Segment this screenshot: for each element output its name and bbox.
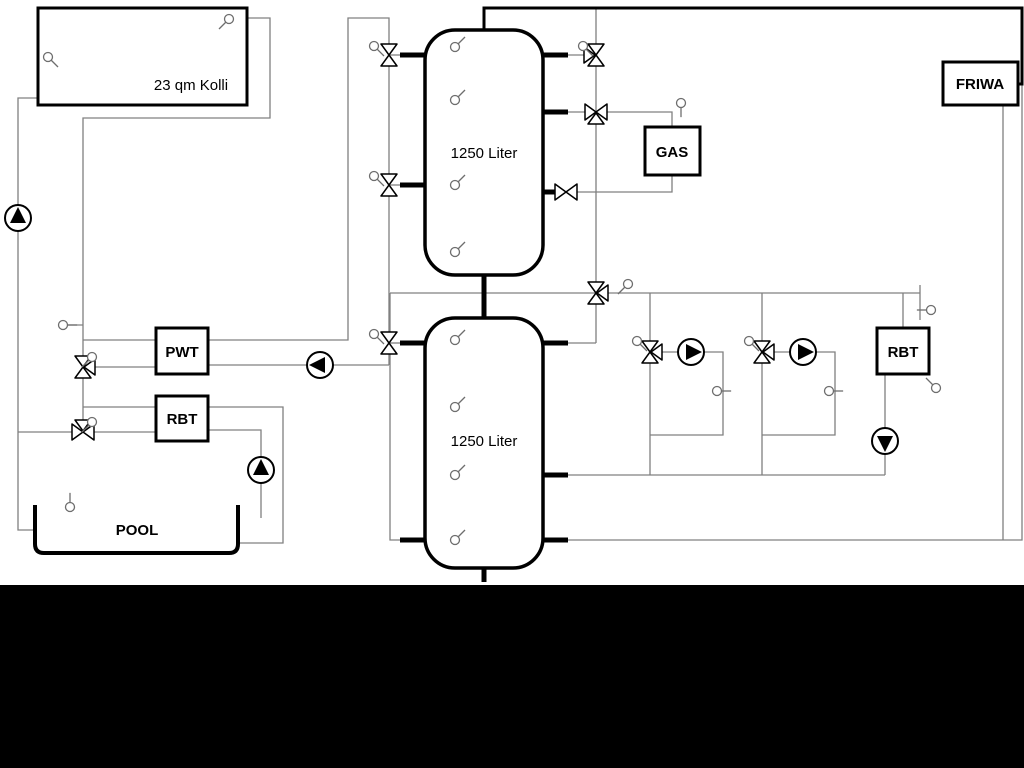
tank-upper-body xyxy=(423,28,545,277)
solar-pump-icon xyxy=(4,204,32,232)
friwa-station: FRIWA xyxy=(941,60,1020,107)
tank-stubs xyxy=(400,52,568,582)
pool-label: POOL xyxy=(116,522,159,539)
pipe-network xyxy=(17,8,1023,544)
rbt-pool-exchanger: RBT xyxy=(154,394,210,443)
circuit-1-return-sensor-icon xyxy=(709,380,732,402)
heating-circuit-2-pump-icon xyxy=(789,338,817,366)
tank-upper-label: 1250 Liter xyxy=(451,145,518,162)
friwa-box xyxy=(941,60,1020,107)
pwt-box xyxy=(154,326,210,376)
collector-box xyxy=(36,6,249,107)
tank-lower-label: 1250 Liter xyxy=(451,433,518,450)
boiler-return-valve-icon xyxy=(554,183,578,201)
rbt-pool-box xyxy=(154,394,210,443)
pwt-charge-pump-icon xyxy=(306,351,334,379)
rbt-heating-box xyxy=(875,326,931,376)
pool-basin xyxy=(33,505,240,555)
friwa-label: FRIWA xyxy=(956,76,1004,93)
tank-lower-body xyxy=(423,316,545,570)
rbt-heating-exchanger: RBT xyxy=(875,326,931,376)
pool: POOL xyxy=(33,505,240,555)
buffer-tank-lower: 1250 Liter xyxy=(423,316,545,570)
buffer-tank-upper: 1250 Liter xyxy=(423,28,545,277)
collector-label: 23 qm Kolli xyxy=(154,77,228,94)
pool-pump-icon xyxy=(247,456,275,484)
circuit-2-return-sensor-icon xyxy=(821,380,844,402)
letterbox-bottom xyxy=(0,585,1024,768)
boiler-temp-sensor-icon xyxy=(670,95,692,118)
valve-sensor-icon xyxy=(617,278,634,295)
rbt-heating-pump-icon xyxy=(871,427,899,455)
gas-boiler-label: GAS xyxy=(656,144,689,161)
solar-collector: 23 qm Kolli xyxy=(36,6,249,107)
schematic-canvas: 23 qm Kolli 1250 Liter 1250 Liter GAS FR… xyxy=(0,0,1024,585)
rbt-heating-label: RBT xyxy=(888,344,919,361)
pwt-heat-exchanger: PWT xyxy=(154,326,210,376)
rbt-pool-label: RBT xyxy=(167,411,198,428)
pwt-label: PWT xyxy=(165,344,198,361)
hot-water-header-pipe xyxy=(482,6,1024,86)
heating-circuit-1-pump-icon xyxy=(677,338,705,366)
hydraulic-schematic: 23 qm Kolli 1250 Liter 1250 Liter GAS FR… xyxy=(4,6,1024,582)
rbt-return-sensor-icon xyxy=(925,377,942,394)
primary-temp-sensor-icon xyxy=(55,314,78,336)
gas-boiler: GAS xyxy=(643,125,702,177)
gas-boiler-box xyxy=(643,125,702,177)
